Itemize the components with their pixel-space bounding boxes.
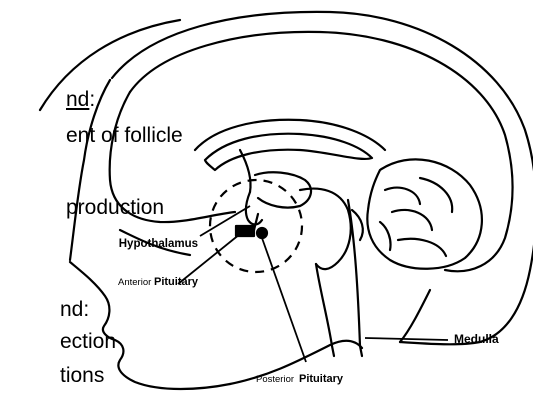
- label-posterior: Posterior: [256, 374, 294, 385]
- spinal-cord: [332, 346, 362, 356]
- cerebellum-folia-4: [398, 239, 446, 256]
- cerebellum-folia-5: [380, 222, 391, 250]
- label-anterior: Anterior: [118, 277, 151, 288]
- forehead-outline: [70, 80, 110, 260]
- corpus-callosum: [195, 120, 385, 150]
- label-posterior-pituitary: Pituitary: [299, 373, 344, 385]
- cerebellum-folia-3: [420, 178, 452, 212]
- cerebellum-outline: [367, 159, 482, 268]
- cerebellum-folia-1: [385, 188, 420, 204]
- brainstem-anterior: [316, 264, 332, 346]
- posterior-pituitary-shape: [257, 228, 267, 238]
- cerebellum-folia-2: [392, 210, 432, 230]
- label-medulla: Medulla: [454, 332, 499, 346]
- medulla-leader: [365, 338, 448, 340]
- hypothalamus-region: [246, 192, 262, 225]
- corpus-callosum-inner: [205, 134, 372, 170]
- posterior-pituitary-leader: [262, 238, 306, 362]
- label-hypothalamus: Hypothalamus: [119, 238, 198, 250]
- label-anterior-pituitary: Pituitary: [154, 276, 199, 288]
- neck-posterior: [400, 290, 430, 342]
